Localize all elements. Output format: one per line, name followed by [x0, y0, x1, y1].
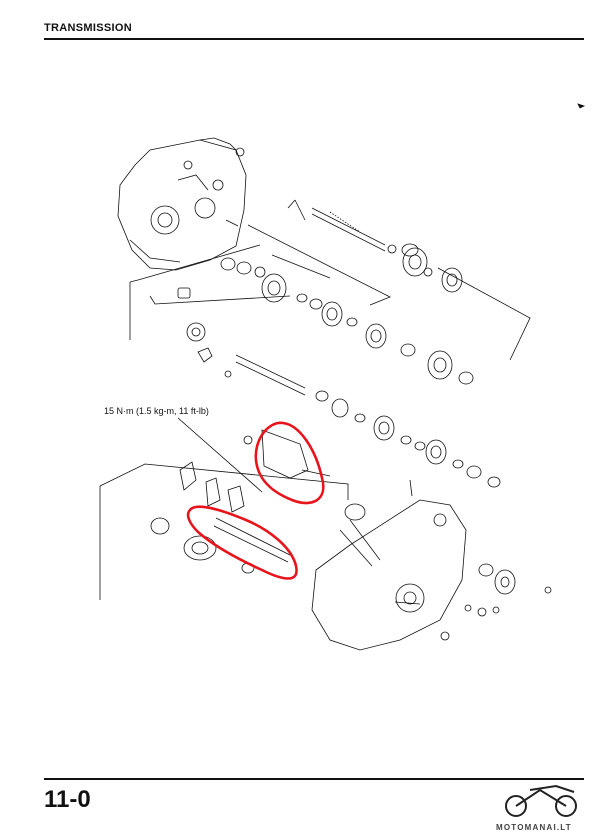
countershaft: [235, 354, 501, 488]
leader-line: [149, 295, 291, 305]
leader-line: [294, 199, 306, 221]
watermark-motorcycle-icon: [505, 784, 577, 817]
watermark-text: MOTOMANAI.LT: [496, 823, 572, 832]
shift-arm: [243, 429, 331, 479]
leader-line: [437, 267, 531, 361]
seal: [197, 347, 213, 363]
leader-line: [129, 244, 261, 283]
leader-line: [99, 463, 349, 500]
shift-forks-and-drum: [150, 461, 291, 574]
torque-leader: [177, 417, 263, 493]
upper-gear-train: [220, 247, 474, 385]
header-rule: [44, 38, 584, 40]
upper-crankcase: [117, 137, 247, 271]
mainshaft: [311, 207, 419, 257]
dowel: [177, 287, 191, 299]
leader-line: [409, 479, 413, 497]
leader-line: [247, 224, 391, 306]
footer-rule: [44, 778, 584, 780]
lower-crankcase: [311, 499, 467, 651]
page-number: 11-0: [44, 786, 91, 813]
bearing: [186, 322, 206, 342]
highlight-shift-arm: [254, 421, 325, 505]
output-sprocket: [494, 569, 516, 595]
corner-mark: [577, 103, 586, 109]
leader-line: [287, 199, 296, 209]
leader-line: [271, 254, 331, 279]
header-title: TRANSMISSION: [44, 22, 132, 34]
highlight-shift-shaft: [186, 505, 298, 580]
torque-spec-label: 15 N·m (1.5 kg-m, 11 ft-lb): [104, 406, 209, 416]
